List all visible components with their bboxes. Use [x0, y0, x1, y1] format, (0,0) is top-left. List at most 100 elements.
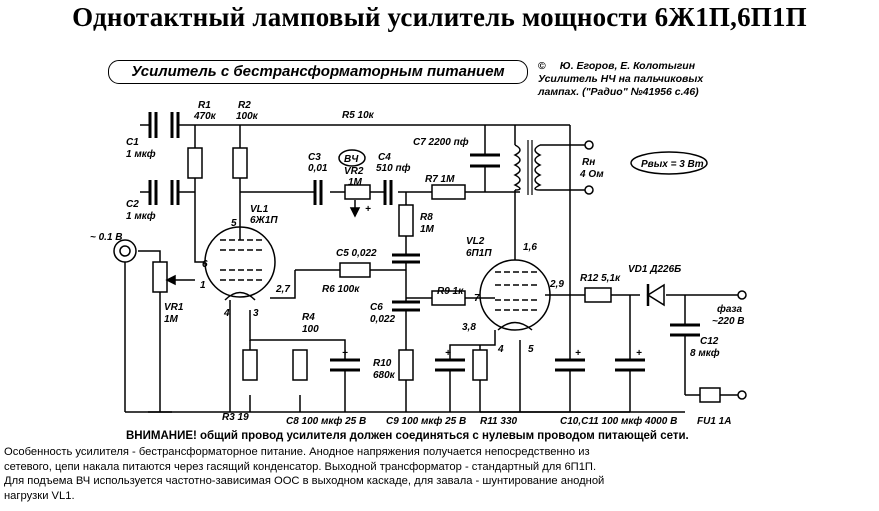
label-vl2-value: 6П1П	[466, 248, 492, 259]
label-input-level: ~ 0.1 В	[90, 232, 123, 243]
capacitors	[148, 112, 700, 372]
label-vl1-value: 6Ж1П	[250, 215, 278, 226]
label-pin-4b: 4	[497, 344, 504, 355]
warning-text: ВНИМАНИЕ! общий провод усилителя должен …	[126, 430, 689, 442]
label-c9: C9 100 мкф 25 В	[386, 415, 466, 427]
c1-plates	[148, 112, 158, 138]
label-c2-value: 1 мкф	[126, 210, 156, 222]
r2-body	[232, 147, 248, 179]
label-c7: C7 2200 пф	[413, 136, 469, 148]
label-pin-2-7: 2,7	[275, 284, 290, 295]
label-vl2: VL2	[466, 236, 485, 247]
label-r4-value: 100	[302, 324, 319, 335]
r12-body	[584, 287, 612, 303]
label-pin-3-8: 3,8	[462, 322, 476, 333]
label-c2: C2	[126, 199, 139, 210]
r6-body	[339, 262, 371, 278]
diode-vd1	[646, 283, 665, 307]
label-c8: C8 100 мкф 25 В	[286, 415, 366, 427]
label-c1: C1	[126, 137, 139, 148]
fu1-body	[699, 387, 721, 403]
r1-body	[187, 147, 203, 179]
credit-line-2: Усилитель НЧ на пальчиковых	[538, 73, 704, 85]
label-pin-2-9: 2,9	[549, 279, 564, 290]
label-c4-value: 510 пф	[376, 162, 411, 174]
tube-vl1	[204, 226, 276, 301]
label-pin-4: 4	[223, 308, 230, 319]
label-r12: R12 5,1к	[580, 273, 621, 284]
label-r2-value: 100к	[236, 111, 259, 122]
c9-plates	[435, 358, 465, 372]
phase-terminal	[737, 290, 747, 300]
label-c10-plus: +	[575, 348, 581, 359]
label-r7: R7 1М	[425, 174, 455, 185]
input-jack	[113, 239, 137, 263]
label-pin-5b: 5	[528, 344, 534, 355]
c8-plates	[330, 358, 360, 372]
label-vl1: VL1	[250, 204, 269, 215]
label-c3: C3	[308, 152, 321, 163]
label-r8-value: 1М	[420, 224, 435, 235]
label-r1-value: 470к	[193, 111, 217, 122]
label-pin-5: 5	[231, 218, 237, 229]
note-line-4: нагрузки VL1.	[4, 489, 75, 502]
label-c10-c11: C10,C11 100 мкф 4000 В	[560, 415, 677, 427]
label-c9-plus: +	[445, 348, 451, 359]
r3-body	[242, 349, 258, 381]
label-pin-3: 3	[253, 308, 259, 319]
label-pout: Pвых = 3 Вт	[641, 159, 704, 170]
label-c12: C12	[700, 336, 719, 347]
tube-vl2	[479, 250, 551, 331]
note-line-2: сетевого, цепи накала питаются через гас…	[4, 460, 597, 473]
label-pin-1-6: 1,6	[523, 242, 537, 253]
resistors	[152, 147, 721, 403]
label-r3: R3 19	[222, 412, 249, 423]
label-c11-plus: +	[636, 348, 642, 359]
r10-body	[398, 349, 414, 381]
label-mains-voltage: ~220 В	[712, 316, 745, 327]
label-vch: ВЧ	[344, 154, 359, 165]
label-pin-6: 6	[202, 259, 208, 270]
label-fu1: FU1 1А	[697, 416, 731, 427]
copyright-symbol: ©	[538, 60, 546, 72]
label-r10-value: 680к	[373, 370, 396, 381]
label-vr2-plus: +	[365, 204, 371, 215]
label-phase: фаза	[717, 303, 743, 315]
credit-line-3: лампах. ("Радио" №41956 с.46)	[538, 86, 699, 98]
c4-plates	[383, 180, 393, 205]
label-r9: R9 1к	[437, 286, 464, 297]
vch-oval	[338, 149, 366, 167]
output-transformer	[513, 140, 594, 195]
label-r2: R2	[238, 100, 251, 111]
r9-body	[431, 290, 466, 306]
label-c6: C6	[370, 302, 383, 313]
c3-plates	[313, 180, 323, 205]
label-vr1-value: 1M	[164, 314, 179, 325]
label-c5: C5 0,022	[336, 248, 377, 259]
label-c12-value: 8 мкф	[690, 347, 720, 359]
label-rn: Rн	[582, 157, 595, 168]
label-rn-value: 4 Ом	[579, 169, 604, 180]
label-c4: C4	[378, 152, 391, 163]
c7-plates	[470, 153, 500, 168]
c12-plates	[670, 323, 700, 337]
page-title: Однотактный ламповый усилитель мощности …	[72, 2, 807, 32]
label-pin-7: 7	[474, 293, 480, 304]
r11-body	[472, 349, 488, 381]
note-line-1: Особенность усилителя - бестрансформатор…	[4, 446, 590, 458]
note-line-3: Для подъема ВЧ используется частотно-зав…	[4, 475, 605, 487]
c5-plates	[392, 253, 420, 264]
pout-oval	[630, 151, 708, 175]
label-r10: R10	[373, 358, 392, 369]
label-c3-value: 0,01	[308, 163, 328, 174]
vr2-wiper	[349, 207, 361, 218]
vr1-body	[152, 261, 168, 293]
label-r6: R6 100к	[322, 284, 360, 295]
label-r11: R11 330	[480, 416, 518, 427]
label-pin-1: 1	[200, 280, 206, 291]
label-c8-plus: +	[342, 348, 348, 359]
label-vr2-value: 1M	[348, 177, 363, 188]
description-note: Особенность усилителя - бестрансформатор…	[4, 445, 874, 503]
label-c1-value: 1 мкф	[126, 148, 156, 160]
